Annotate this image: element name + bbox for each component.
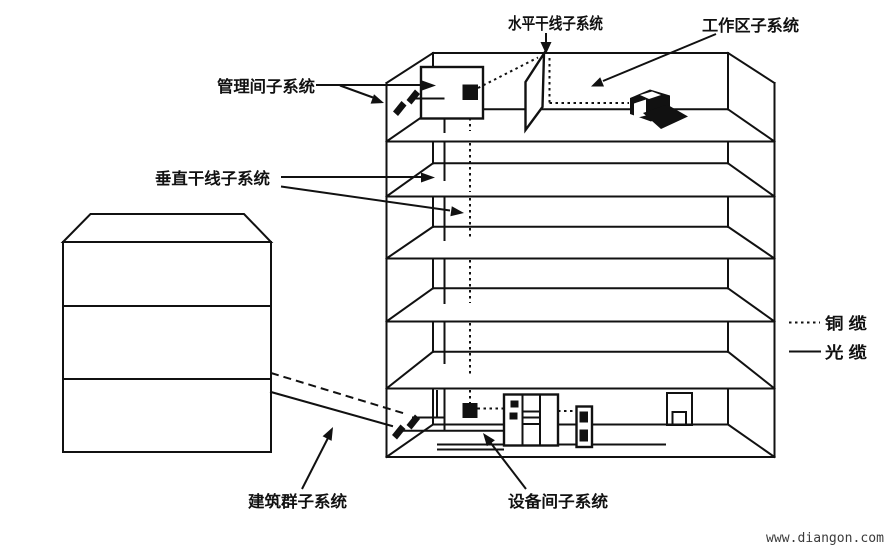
patch-panels-top-floor [393, 89, 420, 116]
campus-fiber-cable [269, 390, 394, 428]
main-building [385, 51, 776, 459]
label-equipment-room: 设备间子系统 [508, 492, 608, 511]
workstation-computer [630, 89, 688, 129]
callout-equipment-room: 设备间子系统 [483, 433, 608, 511]
legend-copper-label: 铜 缆 [825, 314, 867, 333]
arrowhead [540, 42, 552, 54]
arrowhead-2 [370, 94, 384, 104]
side-equipment-cabinet [575, 405, 594, 449]
partition-wall [524, 49, 546, 134]
arrow-line [301, 437, 329, 490]
arrow-line-2 [339, 84, 374, 99]
label-building-group: 建筑群子系统 [248, 492, 347, 511]
arrow-line-2 [280, 185, 451, 212]
callout-work-area: 工作区子系统 [591, 16, 799, 87]
legend: 铜 缆 光 缆 [789, 314, 867, 362]
arrowhead [591, 77, 604, 87]
arrowhead [483, 433, 495, 447]
arrow-line [602, 33, 717, 82]
label-management: 管理间子系统 [217, 77, 315, 96]
callout-vertical-backbone: 垂直干线子系统 [155, 169, 464, 217]
distribution-frame-block [462, 84, 478, 100]
label-vertical-backbone: 垂直干线子系统 [155, 169, 270, 188]
arrowhead-2 [450, 206, 464, 217]
riser-terminal-block [462, 403, 478, 418]
callout-building-group: 建筑群子系统 [248, 427, 347, 511]
arrowhead [422, 80, 436, 91]
legend-fiber-label: 光 缆 [824, 343, 867, 362]
adjacent-building [60, 213, 274, 453]
keyboard [643, 104, 688, 129]
campus-copper-cable-dashed [270, 372, 407, 415]
wiring-closet-cabinet [409, 65, 485, 120]
riser-shaft-bottom [412, 390, 445, 419]
back-wall-door [666, 392, 693, 426]
arrowhead [421, 172, 435, 183]
equipment-room-cables [403, 407, 577, 432]
callout-management: 管理间子系统 [217, 77, 436, 104]
floor-slabs [385, 107, 776, 390]
patch-panels-ground-floor [392, 414, 420, 440]
server-rack [502, 393, 560, 447]
arrowhead [322, 427, 333, 441]
arrow-line [489, 441, 527, 490]
label-work-area: 工作区子系统 [702, 16, 799, 35]
label-horizontal-backbone: 水平干线子系统 [508, 14, 603, 33]
callout-horizontal-backbone: 水平干线子系统 [508, 14, 603, 54]
watermark-url: www.diangon.com [766, 530, 884, 546]
horizontal-copper-run-dotted [477, 56, 629, 104]
